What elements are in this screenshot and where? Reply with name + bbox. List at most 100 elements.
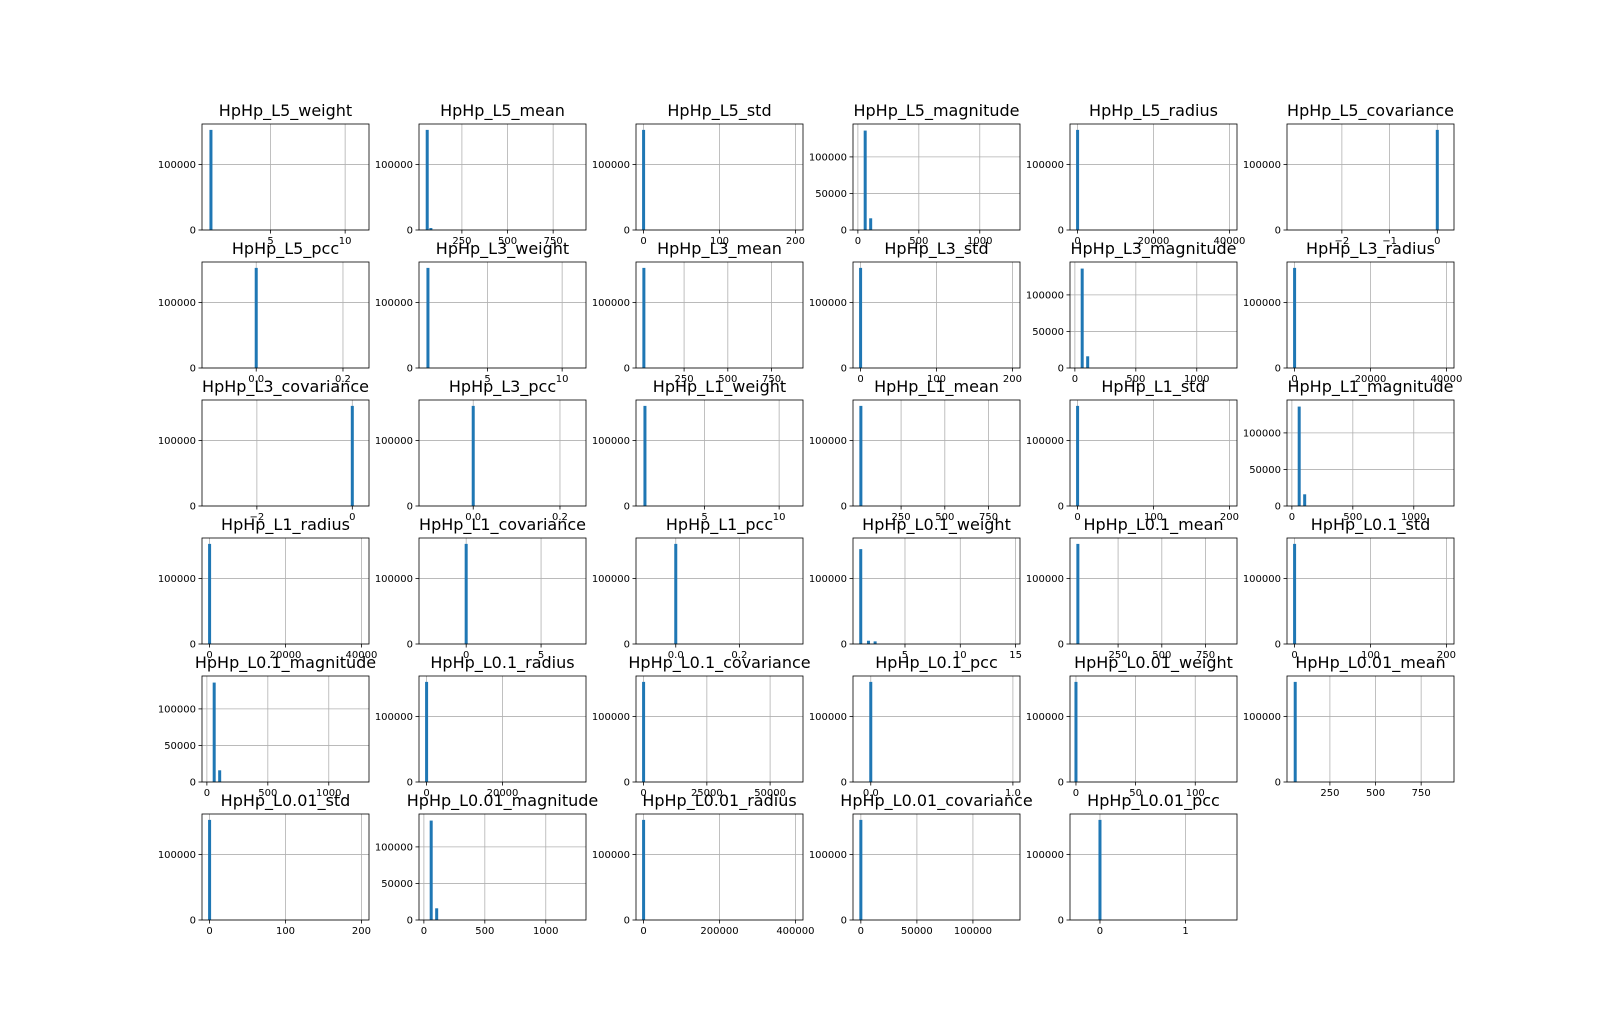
axes-frame: [201, 261, 370, 369]
x-tick-label: 1.0: [1005, 788, 1021, 799]
x-tick-label: 500: [1126, 374, 1145, 385]
x-tick-label: 5: [484, 374, 490, 385]
axes-frame: [1069, 813, 1238, 921]
y-tick-label: 0: [407, 226, 413, 237]
x-tick-label: 200: [1437, 650, 1456, 661]
subplot-title: HpHp_L0.1_pcc: [875, 653, 997, 673]
plot-area: [202, 400, 369, 506]
x-tick-label: 0: [1074, 512, 1080, 523]
subplot-title: HpHp_L5_mean: [440, 101, 565, 121]
plot-area: [1287, 124, 1454, 230]
y-tick-label: 100000: [1026, 712, 1064, 723]
histogram-bar: [674, 543, 678, 644]
x-tick-label: 1: [1182, 926, 1188, 937]
x-tick-label: 5: [701, 512, 707, 523]
histogram-bar: [1076, 405, 1080, 506]
histogram-bar: [873, 641, 877, 644]
axes-frame: [635, 261, 804, 369]
subplot-title: HpHp_L0.01_radius: [642, 791, 796, 811]
y-tick-label: 100000: [1026, 436, 1064, 447]
subplot-title: HpHp_L1_mean: [874, 377, 999, 397]
x-tick-label: 500: [909, 236, 928, 247]
x-tick-label: 200: [786, 236, 805, 247]
axes-frame: [1286, 123, 1455, 231]
x-tick-label: 200: [352, 926, 371, 937]
histogram-bar: [1080, 268, 1084, 368]
y-tick-label: 50000: [815, 189, 847, 200]
y-tick-label: 100000: [809, 712, 847, 723]
plot-area: [419, 814, 586, 920]
axes-frame: [1069, 261, 1238, 369]
y-tick-label: 0: [1058, 640, 1064, 651]
x-tick-label: 1000: [533, 926, 558, 937]
plot-area: [202, 262, 369, 368]
subplot-title: HpHp_L0.01_covariance: [840, 791, 1032, 811]
histogram-bar: [859, 267, 863, 368]
x-tick-label: 0: [1097, 926, 1103, 937]
histogram-bar: [642, 819, 646, 920]
x-tick-label: 200: [1003, 374, 1022, 385]
y-tick-label: 100000: [809, 152, 847, 163]
y-tick-label: 0: [841, 364, 847, 375]
x-tick-label: −2: [249, 512, 264, 523]
y-tick-label: 100000: [158, 704, 196, 715]
x-tick-label: 500: [1343, 512, 1362, 523]
histogram-bar: [1098, 819, 1102, 920]
plot-area: [1070, 262, 1237, 368]
axes-frame: [418, 537, 587, 645]
axes-frame: [852, 537, 1021, 645]
histogram-bar: [869, 681, 873, 782]
histogram-bar: [464, 543, 468, 644]
axes-frame: [852, 675, 1021, 783]
x-tick-label: 500: [498, 236, 517, 247]
y-tick-label: 100000: [592, 574, 630, 585]
x-tick-label: 750: [1196, 650, 1215, 661]
y-tick-label: 100000: [375, 842, 413, 853]
y-tick-label: 0: [841, 226, 847, 237]
y-tick-label: 0: [1058, 502, 1064, 513]
histogram-bar: [254, 267, 258, 368]
subplot-title: HpHp_L0.1_weight: [862, 515, 1011, 535]
plot-area: [419, 538, 586, 644]
y-tick-label: 100000: [375, 712, 413, 723]
y-tick-label: 100000: [809, 298, 847, 309]
x-tick-label: 15: [1009, 650, 1022, 661]
plot-area: [853, 124, 1020, 230]
histogram-bar: [1297, 406, 1301, 506]
x-tick-label: 750: [762, 374, 781, 385]
subplot-title: HpHp_L3_magnitude: [1070, 239, 1236, 259]
x-tick-label: 250: [675, 374, 694, 385]
x-tick-label: 0.0: [863, 788, 879, 799]
histogram-bar: [429, 228, 433, 230]
x-tick-label: 100: [710, 236, 729, 247]
y-tick-label: 0: [841, 502, 847, 513]
x-tick-label: 0: [1074, 236, 1080, 247]
x-tick-label: 5: [902, 650, 908, 661]
y-tick-label: 0: [1275, 778, 1281, 789]
subplot-title: HpHp_L0.01_magnitude: [407, 791, 598, 811]
x-tick-label: 0.0: [465, 512, 481, 523]
subplot-title: HpHp_L5_radius: [1089, 101, 1218, 121]
y-tick-label: 100000: [1243, 428, 1281, 439]
x-tick-label: 0.2: [552, 512, 568, 523]
plot-area: [636, 262, 803, 368]
plot-area: [1070, 538, 1237, 644]
axes-frame: [201, 675, 370, 783]
histogram-bar: [218, 770, 222, 782]
x-tick-label: 10: [773, 512, 786, 523]
x-tick-label: 0: [1291, 374, 1297, 385]
histogram-bar: [1435, 129, 1439, 230]
